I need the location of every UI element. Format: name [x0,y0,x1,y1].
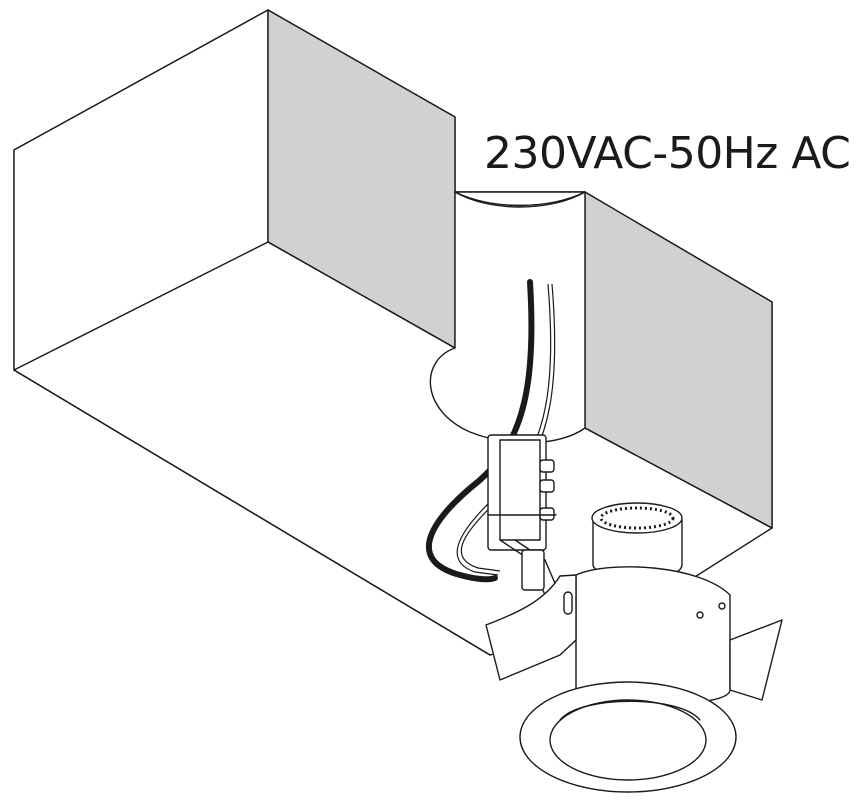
downlight-fixture [485,502,783,793]
left-spring-clip [485,574,577,681]
connector-block [487,434,561,596]
trim-aperture [549,699,707,781]
ceiling-void-box [13,9,773,656]
black-supply-wire [425,279,535,583]
right-spring-clip [729,619,783,701]
voltage-label: 230VAC-50Hz AC [484,128,851,179]
